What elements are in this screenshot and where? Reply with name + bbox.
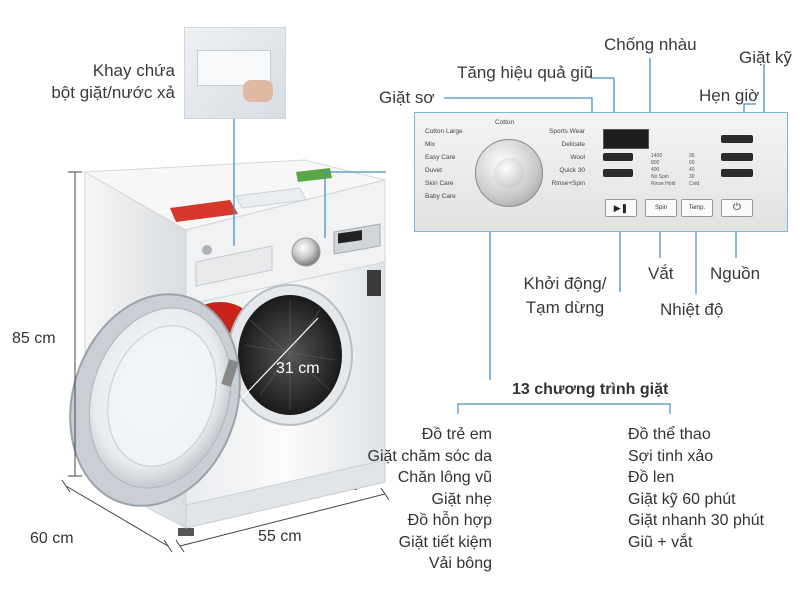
programs-bracket xyxy=(457,403,671,414)
callout-anti-crease: Chống nhàu xyxy=(604,35,697,54)
start-pause-button[interactable]: ▶❚ xyxy=(605,199,637,217)
crease-care-button[interactable] xyxy=(721,153,753,161)
callout-spin: Vắt xyxy=(648,264,674,283)
intensive-button[interactable] xyxy=(721,135,753,143)
callout-detergent-tray: Khay chứa bột giặt/nước xả xyxy=(51,61,175,102)
dial-label-top: Cotton xyxy=(495,119,515,126)
callout-power: Nguồn xyxy=(710,264,761,283)
spin-button[interactable]: Spin xyxy=(645,199,677,217)
energy-sticker xyxy=(170,200,238,222)
program-item: Đồ len xyxy=(628,469,675,486)
program-item: Đồ thể thao xyxy=(628,426,711,443)
callout-rinse-boost: Tăng hiệu quả giũ xyxy=(457,63,594,82)
callout-start-pause: Khởi động/ Tạm dừng xyxy=(523,274,607,317)
program-dial[interactable] xyxy=(475,139,543,207)
programs-title: 13 chương trình giặt xyxy=(512,381,669,398)
digital-display xyxy=(603,129,649,149)
dimension-width: 55 cm xyxy=(258,528,302,545)
dimension-door: 31 cm xyxy=(276,360,320,377)
program-item: Đồ trẻ em xyxy=(421,426,492,443)
detergent-tray-photo xyxy=(184,27,286,119)
callout-timer: Hẹn giờ xyxy=(699,86,760,105)
temp-button[interactable]: Temp. xyxy=(681,199,713,217)
program-item: Giặt chăm sóc da xyxy=(367,447,493,465)
dimension-height: 85 cm xyxy=(12,330,56,347)
power-button[interactable]: ⏻ xyxy=(721,199,753,217)
program-item: Giặt nhẹ xyxy=(431,490,492,508)
detergent-tray xyxy=(195,245,273,287)
programs-list-left: Đồ trẻ em Giặt chăm sóc da Chăn lông vũ … xyxy=(368,424,493,575)
hand-shape xyxy=(243,80,273,102)
program-knob xyxy=(291,237,321,267)
program-item: Chăn lông vũ xyxy=(397,469,492,486)
callout-temperature: Nhiệt độ xyxy=(660,300,724,319)
program-item: Giặt nhanh 30 phút xyxy=(628,512,765,529)
program-item: Đồ hỗn hợp xyxy=(407,512,492,529)
program-item: Vải bông xyxy=(428,555,492,572)
dimension-depth: 60 cm xyxy=(30,530,74,547)
timer-button[interactable] xyxy=(721,169,753,177)
callout-pre-wash: Giặt sơ xyxy=(379,88,435,107)
direct-drive-label xyxy=(367,270,381,296)
program-item: Sợi tinh xảo xyxy=(628,447,714,465)
open-door xyxy=(69,293,241,507)
program-item: Giặt tiết kiệm xyxy=(398,533,492,551)
rinse-button[interactable] xyxy=(603,153,633,161)
control-panel-closeup: Cotton Large Mix Easy Care Duvet Skin Ca… xyxy=(414,112,788,232)
programs-list-right: Đồ thể thao Sợi tinh xảo Đồ len Giặt kỹ … xyxy=(628,424,764,553)
program-item: Giặt kỹ 60 phút xyxy=(628,490,736,508)
info-sticker xyxy=(235,187,307,209)
dial-labels-right: Sports Wear Delicate Wool Quick 30 Rinse… xyxy=(549,128,586,187)
tray-drawer xyxy=(197,50,271,86)
callout-intensive: Giặt kỹ xyxy=(739,48,792,67)
prewash-button[interactable] xyxy=(603,169,633,177)
program-item: Giũ + vắt xyxy=(628,533,693,551)
green-sticker xyxy=(296,168,332,182)
dial-labels-left: Cotton Large Mix Easy Care Duvet Skin Ca… xyxy=(425,128,463,200)
